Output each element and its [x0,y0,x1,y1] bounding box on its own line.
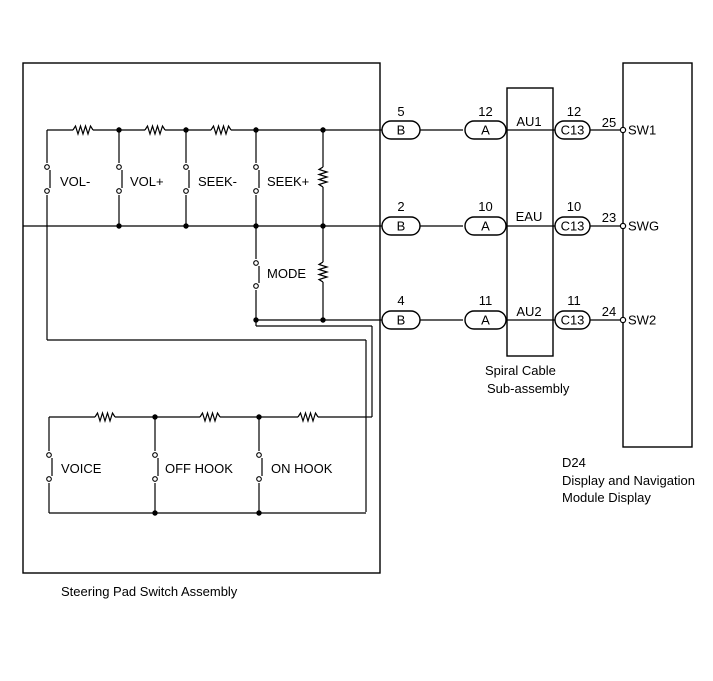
connector-b-3 [381,310,421,330]
wire-label-3: AU2 [516,304,541,319]
signal-line-3: B 4 A 11 AU2 C13 11 24 SW2 [381,293,656,330]
switch-label-mode: MODE [267,266,306,281]
signal-line-1: B 5 A 12 AU1 C13 12 25 SW1 [381,104,656,140]
switch-seek-minus [183,130,190,226]
terminal-2: SWG [628,219,659,234]
pin-b-1: 5 [397,104,404,119]
switch-voice [46,417,53,513]
connector-b-label-3: B [397,313,406,328]
switch-seek-plus [253,130,260,226]
switch-label-off-hook: OFF HOOK [165,461,233,476]
bottom-resistor-bus [49,412,366,422]
connector-a-label-1: A [481,123,490,138]
connector-a-2 [464,216,507,236]
connector-c-label-1: C13 [561,123,585,138]
spiral-cable-label-line1: Spiral Cable [485,363,556,378]
pin-c-2: 10 [567,199,581,214]
switch-on-hook [256,417,263,513]
pin-d-2: 23 [602,210,616,225]
loop-wire [46,226,367,512]
display-module-code: D24 [562,455,586,470]
wire-label-2: EAU [516,209,543,224]
top-bus [47,125,382,135]
switch-off-hook [152,417,159,513]
connector-b-label-2: B [397,219,406,234]
switch-mode [253,226,260,326]
pin-b-2: 2 [397,199,404,214]
switch-vol-minus [44,130,51,226]
connector-c-3 [554,310,591,330]
connector-c-1 [554,120,591,140]
display-module-box [622,62,693,448]
connector-c-label-2: C13 [561,219,585,234]
switch-label-vol-minus: VOL- [60,174,90,189]
switch-vol-plus [116,130,123,226]
connector-b-1 [381,120,421,140]
switch-label-seek-plus: SEEK+ [267,174,309,189]
pin-a-2: 10 [478,199,492,214]
connector-b-label-1: B [397,123,406,138]
pin-a-1: 12 [478,104,492,119]
resistor-lower [318,226,328,320]
connector-a-3 [464,310,507,330]
switch-label-voice: VOICE [61,461,102,476]
connector-a-1 [464,120,507,140]
pin-c-1: 12 [567,104,581,119]
terminal-3: SW2 [628,313,656,328]
spiral-cable-box [506,87,554,357]
connector-a-label-2: A [481,219,490,234]
pin-b-3: 4 [397,293,404,308]
pin-c-3: 11 [567,293,581,308]
switch-label-on-hook: ON HOOK [271,461,333,476]
connector-b-2 [381,216,421,236]
terminal-1: SW1 [628,123,656,138]
switch-label-vol-plus: VOL+ [130,174,164,189]
resistor-upper [318,130,328,226]
signal-line-2: B 2 A 10 EAU C13 10 23 SWG [381,199,659,236]
spiral-cable-label-line2: Sub-assembly [487,381,570,396]
wire-label-1: AU1 [516,114,541,129]
connector-a-label-3: A [481,313,490,328]
steering-pad-label: Steering Pad Switch Assembly [61,584,238,599]
pin-d-3: 24 [602,304,616,319]
steering-pad-switch-box [22,62,381,574]
connector-c-2 [554,216,591,236]
connector-c-label-3: C13 [561,313,585,328]
pin-a-3: 11 [479,293,493,308]
switch-label-seek-minus: SEEK- [198,174,237,189]
pin-d-1: 25 [602,115,616,130]
display-module-label-line1: Display and Navigation [562,473,695,488]
display-module-label-line2: Module Display [562,490,651,505]
